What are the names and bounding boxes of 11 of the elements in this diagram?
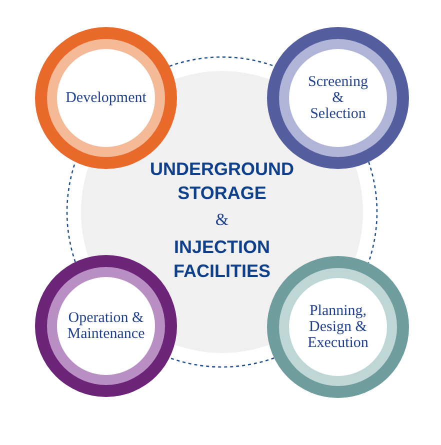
dashed-arc bbox=[368, 162, 378, 263]
hub-title: & bbox=[215, 209, 229, 231]
stage-label: Development bbox=[66, 90, 146, 106]
stage-label: Operation & Maintenance bbox=[67, 310, 145, 342]
hub-title: INJECTION FACILITIES bbox=[172, 236, 272, 283]
dashed-arc bbox=[169, 357, 274, 368]
dashed-arc bbox=[66, 162, 76, 262]
hub-title: UNDERGROUND STORAGE bbox=[149, 158, 295, 205]
stage-label: Screening & Selection bbox=[308, 74, 368, 122]
dashed-arc bbox=[169, 56, 275, 67]
stage-label: Planning, Design & Execution bbox=[308, 303, 368, 351]
